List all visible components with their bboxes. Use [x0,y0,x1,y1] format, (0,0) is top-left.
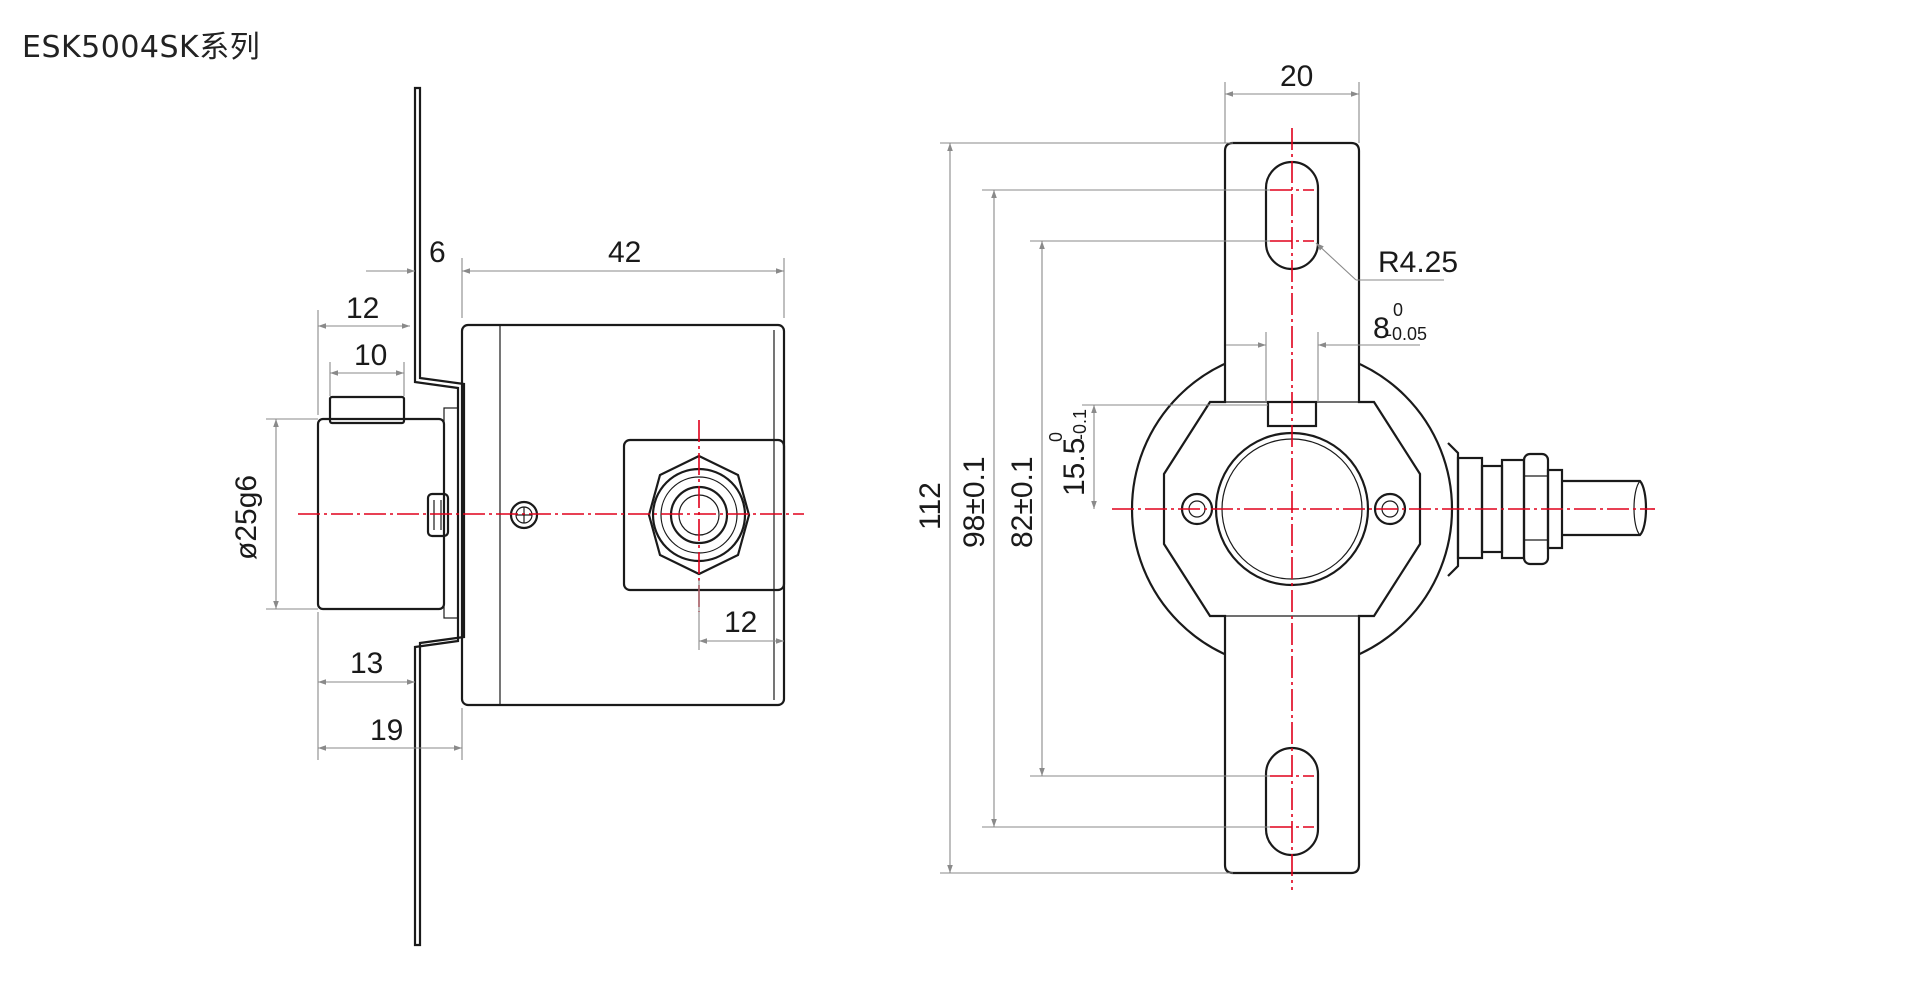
side-view: 6 42 12 10 ø25g6 13 19 12 [230,86,804,947]
dim-19-label: 19 [370,714,403,747]
dim-155-base-label: 15.5 [1058,438,1091,496]
dim-12-top-label: 12 [346,292,379,325]
dim-82-label: 82±0.1 [1006,456,1039,548]
front-view: 20 R4.25 8 0 -0.05 112 98±0.1 82±0.1 15.… [914,60,1655,890]
shaft-key [328,395,406,425]
dim-13-label: 13 [350,647,383,680]
dim-slot-base-label: 8 [1373,312,1390,345]
set-screw [426,492,450,538]
page-title: ESK5004SK系列 [22,30,261,65]
dim-slot-lower-label: -0.05 [1386,324,1427,344]
housing-screw-icon [509,500,539,530]
dim-diameter-label: ø25g6 [230,475,263,560]
dim-12-right-label: 12 [724,606,757,639]
dim-r-label: R4.25 [1378,246,1458,279]
flange-face [443,407,459,619]
dim-155-lower-label: -0.1 [1070,409,1090,440]
mounting-bracket [413,86,466,947]
dim-20-label: 20 [1280,60,1313,93]
dim-slot-upper-label: 0 [1393,300,1403,320]
dim-112-label: 112 [914,482,947,530]
dim-6-label: 6 [429,236,446,269]
dim-10-label: 10 [354,339,387,372]
dim-98-label: 98±0.1 [958,456,991,548]
dim-42-label: 42 [608,236,641,269]
connector-block [622,438,786,592]
dim-155-upper-label: 0 [1046,432,1066,442]
